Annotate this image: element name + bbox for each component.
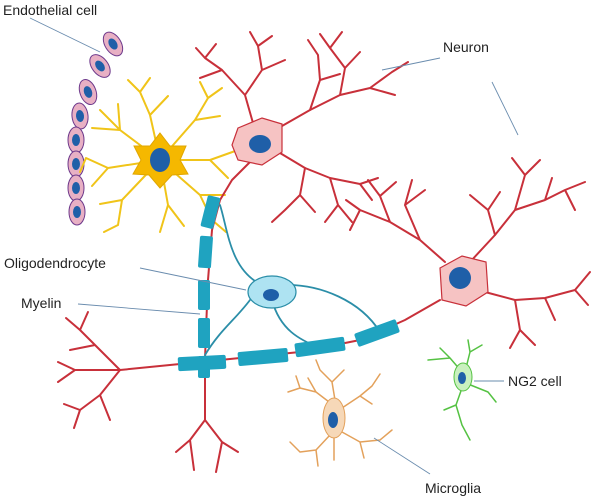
label-oligodendrocyte: Oligodendrocyte [4, 255, 106, 271]
myelin-sheath [177, 195, 400, 378]
label-endothelial-cell: Endothelial cell [3, 2, 97, 18]
myelin-segment [294, 336, 346, 358]
ng2-processes [427, 339, 497, 441]
leader-neuron-right [491, 81, 519, 136]
endothelial-cell-nucleus [72, 182, 80, 194]
leader-oligodendrocyte [139, 267, 247, 291]
endothelial-cell [102, 31, 124, 57]
myelin-segment [177, 354, 227, 372]
label-leaders [29, 17, 519, 475]
myelin-segment [198, 235, 213, 269]
label-ng2-cell: NG2 cell [508, 373, 562, 389]
label-neuron: Neuron [443, 39, 489, 55]
myelin-segment [354, 319, 400, 347]
endothelial-cell-nucleus [83, 86, 93, 98]
leader-myelin [77, 303, 201, 315]
oligodendrocyte-processes [204, 204, 381, 356]
myelin-segment [198, 280, 210, 310]
endothelial-cell [78, 78, 98, 106]
myelin-segment [200, 195, 221, 229]
endothelial-cell [67, 150, 85, 178]
label-microglia: Microglia [425, 480, 481, 496]
label-myelin: Myelin [21, 295, 61, 311]
endothelial-cell-nucleus [75, 110, 85, 122]
endothelial-cell-nucleus [72, 158, 80, 170]
endothelial-cell-chain [67, 31, 124, 226]
ng2-cell [427, 339, 497, 441]
microglia-nucleus [328, 412, 338, 428]
endothelial-cell-nucleus [73, 206, 81, 218]
myelin-segment [237, 348, 289, 366]
neuron-upper [175, 31, 409, 473]
endothelial-cell [68, 198, 86, 226]
astrocyte-nucleus [150, 148, 170, 172]
leader-neuron-upper [381, 57, 441, 71]
endothelial-cell [67, 126, 85, 154]
neuron-upper-dendrites [195, 31, 409, 223]
microglia-processes [287, 359, 393, 467]
endothelial-cell [89, 54, 111, 78]
endothelial-cell [67, 174, 85, 202]
neuron-right [345, 157, 591, 349]
endothelial-cell-nucleus [108, 38, 118, 50]
neuron-right-nucleus [449, 267, 471, 289]
oligodendrocyte [247, 275, 297, 309]
myelin-segment [198, 318, 210, 348]
oligodendrocyte-nucleus [263, 289, 279, 301]
ng2-nucleus [458, 372, 466, 384]
leader-endothelial [29, 17, 101, 53]
neuron-right-dendrites [345, 157, 591, 349]
microglia [287, 359, 393, 467]
endothelial-cell-nucleus [72, 134, 80, 146]
endothelial-cell [71, 102, 89, 130]
leader-microglia [373, 437, 431, 475]
neuron-upper-nucleus [249, 135, 271, 153]
endothelial-cell-nucleus [95, 60, 105, 72]
